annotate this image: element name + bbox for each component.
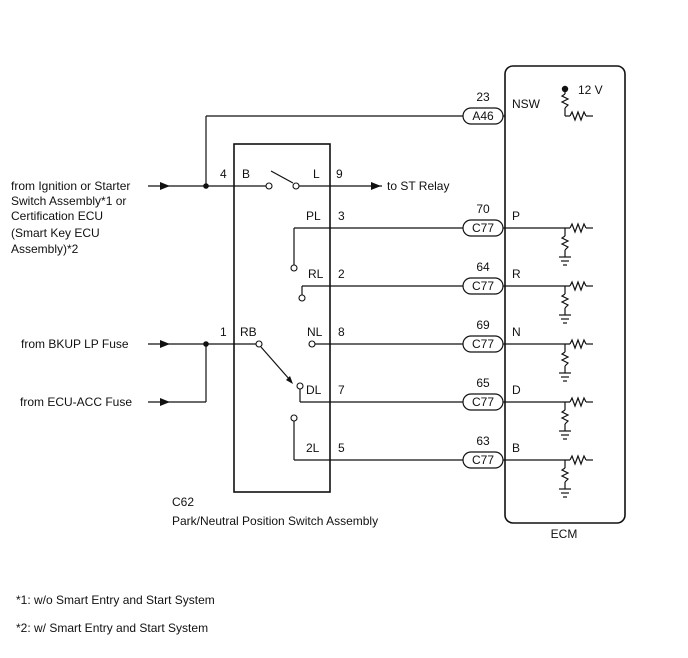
ecm-pulldown-n — [505, 338, 593, 382]
ignition-line-2: Switch Assembly*1 or — [11, 194, 126, 208]
connector-pin-70: 70 — [476, 202, 490, 216]
connector-code-c77-b: C77 — [472, 453, 494, 467]
ecm-name-label: ECM — [551, 527, 578, 541]
switch-name-label: Park/Neutral Position Switch Assembly — [172, 514, 378, 528]
ecm-signal-n: N — [512, 325, 521, 339]
connector-a46: A46 23 — [462, 90, 505, 125]
st-relay-wire — [330, 182, 382, 190]
pin-num-rl: 2 — [338, 267, 345, 281]
bkup-input-wire — [148, 340, 234, 348]
pin-label-dl: DL — [306, 383, 322, 397]
ecm-pulldown-r — [505, 280, 593, 324]
connector-c77-p: C77 70 — [462, 202, 505, 237]
pin-label-nl: NL — [307, 325, 323, 339]
connector-c77-d: C77 65 — [462, 376, 505, 411]
pin-label-l: L — [313, 167, 320, 181]
ignition-input-wire — [148, 115, 505, 190]
pin-label-2l: 2L — [306, 441, 320, 455]
pin-num-dl: 7 — [338, 383, 345, 397]
contact-dl — [296, 382, 463, 403]
ecm-signal-nsw: NSW — [512, 97, 541, 111]
connector-pin-64: 64 — [476, 260, 490, 274]
ecm-voltage-label: 12 V — [578, 83, 603, 97]
connector-pin-23: 23 — [476, 90, 490, 104]
ecm-pulldown-d — [505, 396, 593, 440]
pin-num-2l: 5 — [338, 441, 345, 455]
pin-label-b: B — [242, 167, 250, 181]
ignition-line-5: Assembly)*2 — [11, 242, 79, 256]
footnote-2: *2: w/ Smart Entry and Start System — [16, 621, 208, 635]
contact-pl — [290, 227, 463, 272]
ecu-acc-fuse-label: from ECU-ACC Fuse — [20, 395, 132, 409]
bkup-fuse-label: from BKUP LP Fuse — [21, 337, 129, 351]
ignition-line-4: (Smart Key ECU — [11, 226, 100, 240]
shift-selector — [234, 340, 293, 384]
ignition-line-1: from Ignition or Starter — [11, 179, 130, 193]
ecm-box — [504, 65, 626, 524]
connector-code-c77-r: C77 — [472, 279, 494, 293]
pin-num-pl: 3 — [338, 209, 345, 223]
connector-code-a46: A46 — [472, 109, 494, 123]
pin-label-pl: PL — [306, 209, 321, 223]
contact-rl — [298, 285, 463, 302]
connector-c77-r: C77 64 — [462, 260, 505, 295]
pin-num-nl: 8 — [338, 325, 345, 339]
ecu-acc-input-wire — [148, 344, 207, 406]
ecm-signal-d: D — [512, 383, 521, 397]
pin-num-l: 9 — [336, 167, 343, 181]
contact-nl — [308, 340, 463, 348]
ecm-12v-pullup — [560, 85, 593, 122]
connector-code-c77-n: C77 — [472, 337, 494, 351]
connector-code-c77-d: C77 — [472, 395, 494, 409]
ignition-line-3: Certification ECU — [11, 209, 103, 223]
connector-pin-63: 63 — [476, 434, 490, 448]
footnote-1: *1: w/o Smart Entry and Start System — [16, 593, 215, 607]
connector-pin-65: 65 — [476, 376, 490, 390]
switch-assembly-box — [233, 143, 331, 493]
pin-label-rl: RL — [308, 267, 324, 281]
pin-label-rb: RB — [240, 325, 257, 339]
connector-c77-b: C77 63 — [462, 434, 505, 469]
ecm-pulldown-b — [505, 454, 593, 498]
switch-code-label: C62 — [172, 495, 194, 509]
connector-c77-n: C77 69 — [462, 318, 505, 353]
pin-num-rb: 1 — [220, 325, 227, 339]
pin-num-b: 4 — [220, 167, 227, 181]
ecm-signal-b: B — [512, 441, 520, 455]
ignition-source-label: from Ignition or Starter Switch Assembly… — [11, 179, 130, 256]
st-relay-label: to ST Relay — [387, 179, 449, 193]
ecm-pulldown-p — [505, 222, 593, 266]
contact-2l — [290, 414, 463, 461]
start-switch — [234, 170, 330, 190]
connector-pin-69: 69 — [476, 318, 490, 332]
connector-code-c77-p: C77 — [472, 221, 494, 235]
ecm-signal-p: P — [512, 209, 520, 223]
ecm-signal-r: R — [512, 267, 521, 281]
